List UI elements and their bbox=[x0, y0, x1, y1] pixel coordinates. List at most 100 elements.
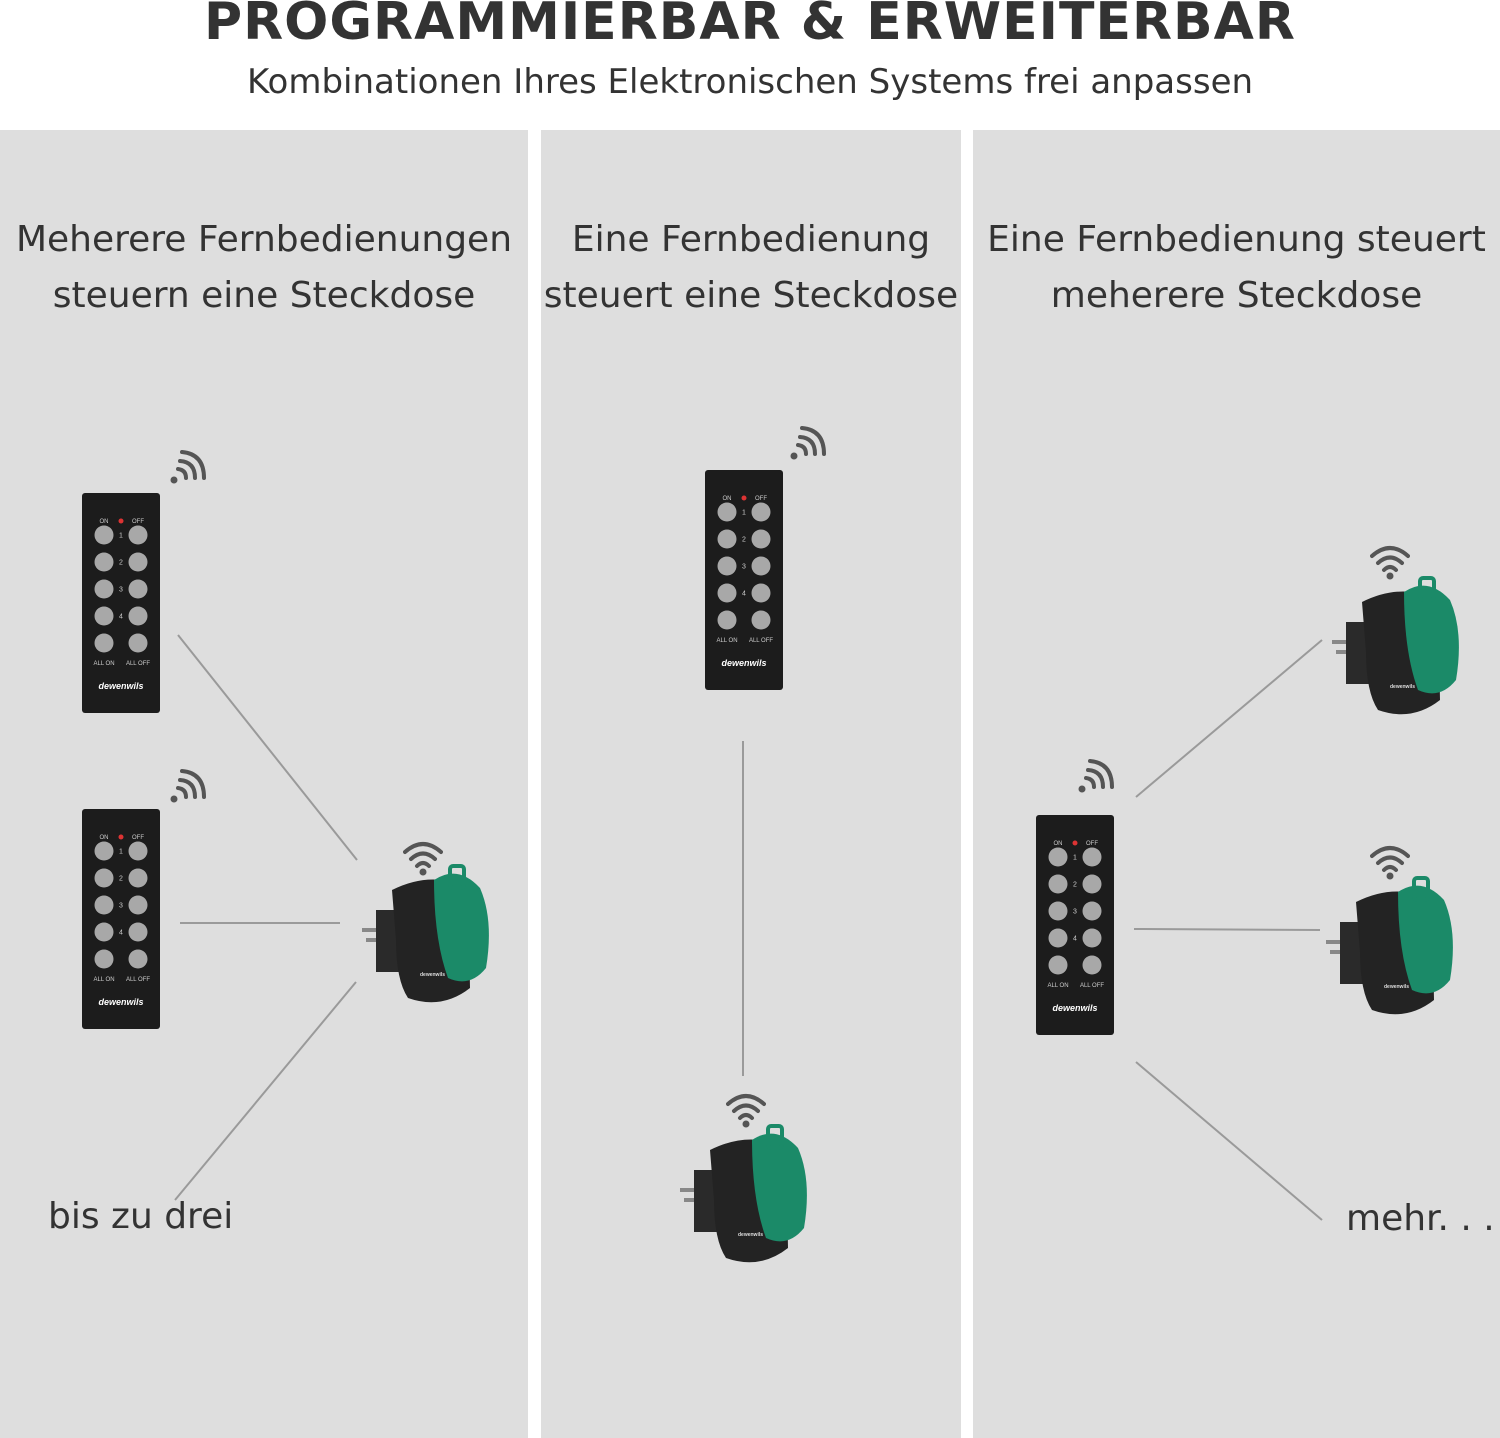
svg-text:OFF: OFF bbox=[132, 519, 144, 525]
remote-button bbox=[1082, 955, 1102, 975]
remote-button bbox=[1048, 901, 1068, 921]
svg-text:ON: ON bbox=[723, 496, 732, 502]
channel-number: 3 bbox=[742, 564, 746, 571]
remote-button bbox=[717, 610, 737, 630]
svg-text:OFF: OFF bbox=[755, 496, 767, 502]
remote-button bbox=[751, 556, 771, 576]
remote-button bbox=[94, 949, 114, 969]
channel-number: 3 bbox=[119, 587, 123, 594]
channel-number: 1 bbox=[119, 849, 123, 856]
remote-button bbox=[1048, 874, 1068, 894]
channel-number: 3 bbox=[119, 903, 123, 910]
svg-text:ALL ON: ALL ON bbox=[93, 977, 114, 983]
svg-text:dewenwils: dewenwils bbox=[1390, 684, 1415, 690]
svg-text:ALL OFF: ALL OFF bbox=[126, 661, 150, 667]
remote-button bbox=[128, 949, 148, 969]
note-up-to-three: bis zu drei bbox=[48, 1196, 234, 1237]
wifi-signal-icon bbox=[1370, 546, 1410, 580]
remote-button bbox=[1048, 928, 1068, 948]
smart-socket-icon: dewenwils bbox=[680, 1124, 807, 1263]
wifi-signal-icon bbox=[403, 842, 443, 876]
wifi-signal-icon bbox=[726, 1094, 766, 1128]
remote-button bbox=[94, 552, 114, 572]
illustration-item bbox=[168, 448, 208, 492]
wifi-signal-icon bbox=[1078, 759, 1114, 793]
remote-button bbox=[1082, 928, 1102, 948]
remote-button bbox=[1082, 874, 1102, 894]
smart-socket-icon: dewenwils bbox=[362, 864, 489, 1003]
svg-text:ON: ON bbox=[1054, 841, 1063, 847]
remote-button bbox=[128, 606, 148, 626]
panel-multiple-sockets: Eine Fernbedienung steuert meherere Stec… bbox=[973, 130, 1500, 1438]
channel-number: 2 bbox=[1073, 882, 1077, 889]
remote-button bbox=[128, 841, 148, 861]
svg-text:dewenwils: dewenwils bbox=[420, 972, 445, 978]
remote-button bbox=[128, 579, 148, 599]
svg-text:ON: ON bbox=[100, 519, 109, 525]
channel-number: 2 bbox=[119, 560, 123, 567]
illustration-item bbox=[168, 767, 208, 811]
wifi-signal-icon bbox=[170, 450, 206, 484]
illustration-item bbox=[403, 836, 443, 880]
svg-text:ALL ON: ALL ON bbox=[716, 638, 737, 644]
channel-number: 4 bbox=[119, 930, 123, 937]
wifi-signal-icon bbox=[790, 426, 826, 460]
smart-socket-icon: dewenwils bbox=[1332, 576, 1459, 715]
svg-text:OFF: OFF bbox=[132, 835, 144, 841]
page-subtitle: Kombinationen Ihres Elektronischen Syste… bbox=[246, 62, 1254, 102]
remote-button bbox=[128, 895, 148, 915]
illustration-item bbox=[1370, 540, 1410, 584]
note-more: mehr. . . bbox=[1346, 1198, 1495, 1239]
remote-button bbox=[1048, 955, 1068, 975]
svg-text:OFF: OFF bbox=[1086, 841, 1098, 847]
remote-button bbox=[1082, 901, 1102, 921]
channel-number: 4 bbox=[119, 614, 123, 621]
remote-button bbox=[717, 556, 737, 576]
remote-button bbox=[94, 868, 114, 888]
remote-button bbox=[94, 606, 114, 626]
remote-button bbox=[94, 579, 114, 599]
svg-text:dewenwils: dewenwils bbox=[721, 658, 766, 668]
remote-button bbox=[128, 868, 148, 888]
remote-button bbox=[1048, 847, 1068, 867]
svg-text:ALL OFF: ALL OFF bbox=[1080, 983, 1104, 989]
illustration-item bbox=[1370, 840, 1410, 884]
illustration-item bbox=[788, 424, 828, 468]
panel-title: Meherere Fernbedienungen steuern eine St… bbox=[0, 212, 528, 324]
remote-button bbox=[128, 633, 148, 653]
svg-text:dewenwils: dewenwils bbox=[738, 1232, 763, 1238]
remote-button bbox=[94, 525, 114, 545]
remote-button bbox=[94, 895, 114, 915]
header: PROGRAMMIERBAR & ERWEITERBAR Kombination… bbox=[0, 0, 1500, 130]
panel-multiple-remotes: Meherere Fernbedienungen steuern eine St… bbox=[0, 130, 528, 1438]
svg-text:dewenwils: dewenwils bbox=[98, 997, 143, 1007]
svg-text:dewenwils: dewenwils bbox=[1052, 1003, 1097, 1013]
channel-number: 1 bbox=[119, 533, 123, 540]
remote-button bbox=[94, 841, 114, 861]
smart-socket-icon: dewenwils bbox=[1326, 876, 1453, 1015]
panel-title-line1: Eine Fernbedienung bbox=[571, 219, 931, 260]
svg-text:dewenwils: dewenwils bbox=[1384, 984, 1409, 990]
channel-number: 4 bbox=[742, 591, 746, 598]
channel-number: 2 bbox=[119, 876, 123, 883]
remote-button bbox=[751, 502, 771, 522]
svg-text:ALL ON: ALL ON bbox=[93, 661, 114, 667]
panel-title-line2: meherere Steckdose bbox=[1050, 275, 1423, 316]
wifi-signal-icon bbox=[1370, 846, 1410, 880]
remote-button bbox=[128, 525, 148, 545]
panel-title-line1: Eine Fernbedienung steuert bbox=[987, 219, 1486, 260]
panel-title-line2: steuern eine Steckdose bbox=[52, 275, 476, 316]
remote-button bbox=[751, 610, 771, 630]
remote-button bbox=[717, 583, 737, 603]
svg-text:ALL OFF: ALL OFF bbox=[126, 977, 150, 983]
channel-number: 1 bbox=[742, 510, 746, 517]
svg-text:ON: ON bbox=[100, 835, 109, 841]
channel-number: 1 bbox=[1073, 855, 1077, 862]
wifi-signal-icon bbox=[170, 769, 206, 803]
remote-button bbox=[94, 633, 114, 653]
remote-control-icon: ON OFF 1 2 3 4 ALL ON ALL OFF dewenwils bbox=[82, 809, 160, 1029]
panel-title: Eine Fernbedienung steuert eine Steckdos… bbox=[541, 212, 961, 324]
